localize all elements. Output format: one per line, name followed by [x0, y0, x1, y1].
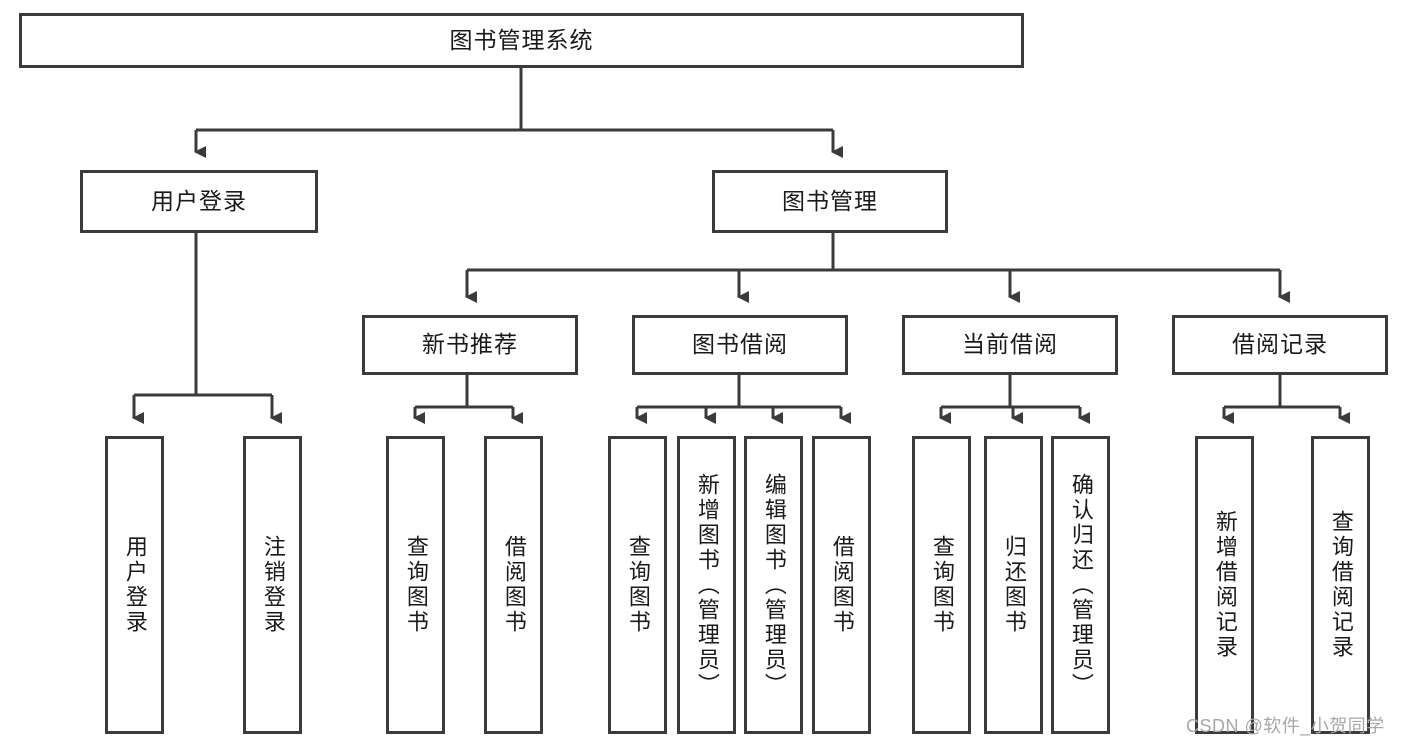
node-leaf-query-book-1[interactable]: 查询图书 [386, 436, 445, 734]
node-label: 用户登录 [151, 187, 247, 214]
node-label: 查询图书 [403, 535, 429, 635]
node-label: 编辑图书（管理员） [761, 472, 787, 698]
node-new-book-recommend[interactable]: 新书推荐 [362, 315, 578, 375]
node-label: 图书借阅 [692, 331, 788, 358]
watermark: CSDN @软件_小贺同学 [1186, 716, 1385, 736]
node-leaf-query-borrow-record[interactable]: 查询借阅记录 [1311, 436, 1370, 734]
node-label: 新增图书（管理员） [694, 472, 720, 698]
node-leaf-add-borrow-record[interactable]: 新增借阅记录 [1195, 436, 1254, 734]
node-leaf-logout[interactable]: 注销登录 [243, 436, 302, 734]
node-label: 新书推荐 [422, 331, 518, 358]
node-leaf-query-book-2[interactable]: 查询图书 [608, 436, 667, 734]
node-label: 新增借阅记录 [1212, 510, 1238, 660]
node-leaf-borrow-book-2[interactable]: 借阅图书 [812, 436, 871, 734]
node-label: 查询图书 [929, 535, 955, 635]
node-label: 图书管理系统 [449, 26, 594, 53]
node-leaf-user-login[interactable]: 用户登录 [105, 436, 164, 734]
node-label: 归还图书 [1001, 535, 1027, 635]
node-book-borrow[interactable]: 图书借阅 [632, 315, 848, 375]
node-leaf-borrow-book-1[interactable]: 借阅图书 [484, 436, 543, 734]
node-label: 确认归还（管理员） [1068, 472, 1094, 698]
node-user-login[interactable]: 用户登录 [80, 170, 318, 233]
node-leaf-add-book-admin[interactable]: 新增图书（管理员） [677, 436, 736, 734]
node-root[interactable]: 图书管理系统 [19, 13, 1024, 68]
node-label: 当前借阅 [962, 331, 1058, 358]
node-book-management[interactable]: 图书管理 [712, 170, 948, 233]
node-leaf-return-book[interactable]: 归还图书 [984, 436, 1043, 734]
node-label: 查询图书 [625, 535, 651, 635]
node-label: 注销登录 [260, 535, 286, 635]
node-label: 借阅图书 [829, 535, 855, 635]
node-label: 借阅记录 [1232, 331, 1328, 358]
node-leaf-confirm-return-admin[interactable]: 确认归还（管理员） [1051, 436, 1110, 734]
node-leaf-edit-book-admin[interactable]: 编辑图书（管理员） [744, 436, 803, 734]
node-current-borrow[interactable]: 当前借阅 [902, 315, 1118, 375]
node-label: 用户登录 [122, 535, 148, 635]
node-label: 借阅图书 [501, 535, 527, 635]
node-leaf-query-book-3[interactable]: 查询图书 [912, 436, 971, 734]
node-label: 图书管理 [782, 187, 878, 214]
node-borrow-record[interactable]: 借阅记录 [1172, 315, 1388, 375]
node-label: 查询借阅记录 [1328, 510, 1354, 660]
